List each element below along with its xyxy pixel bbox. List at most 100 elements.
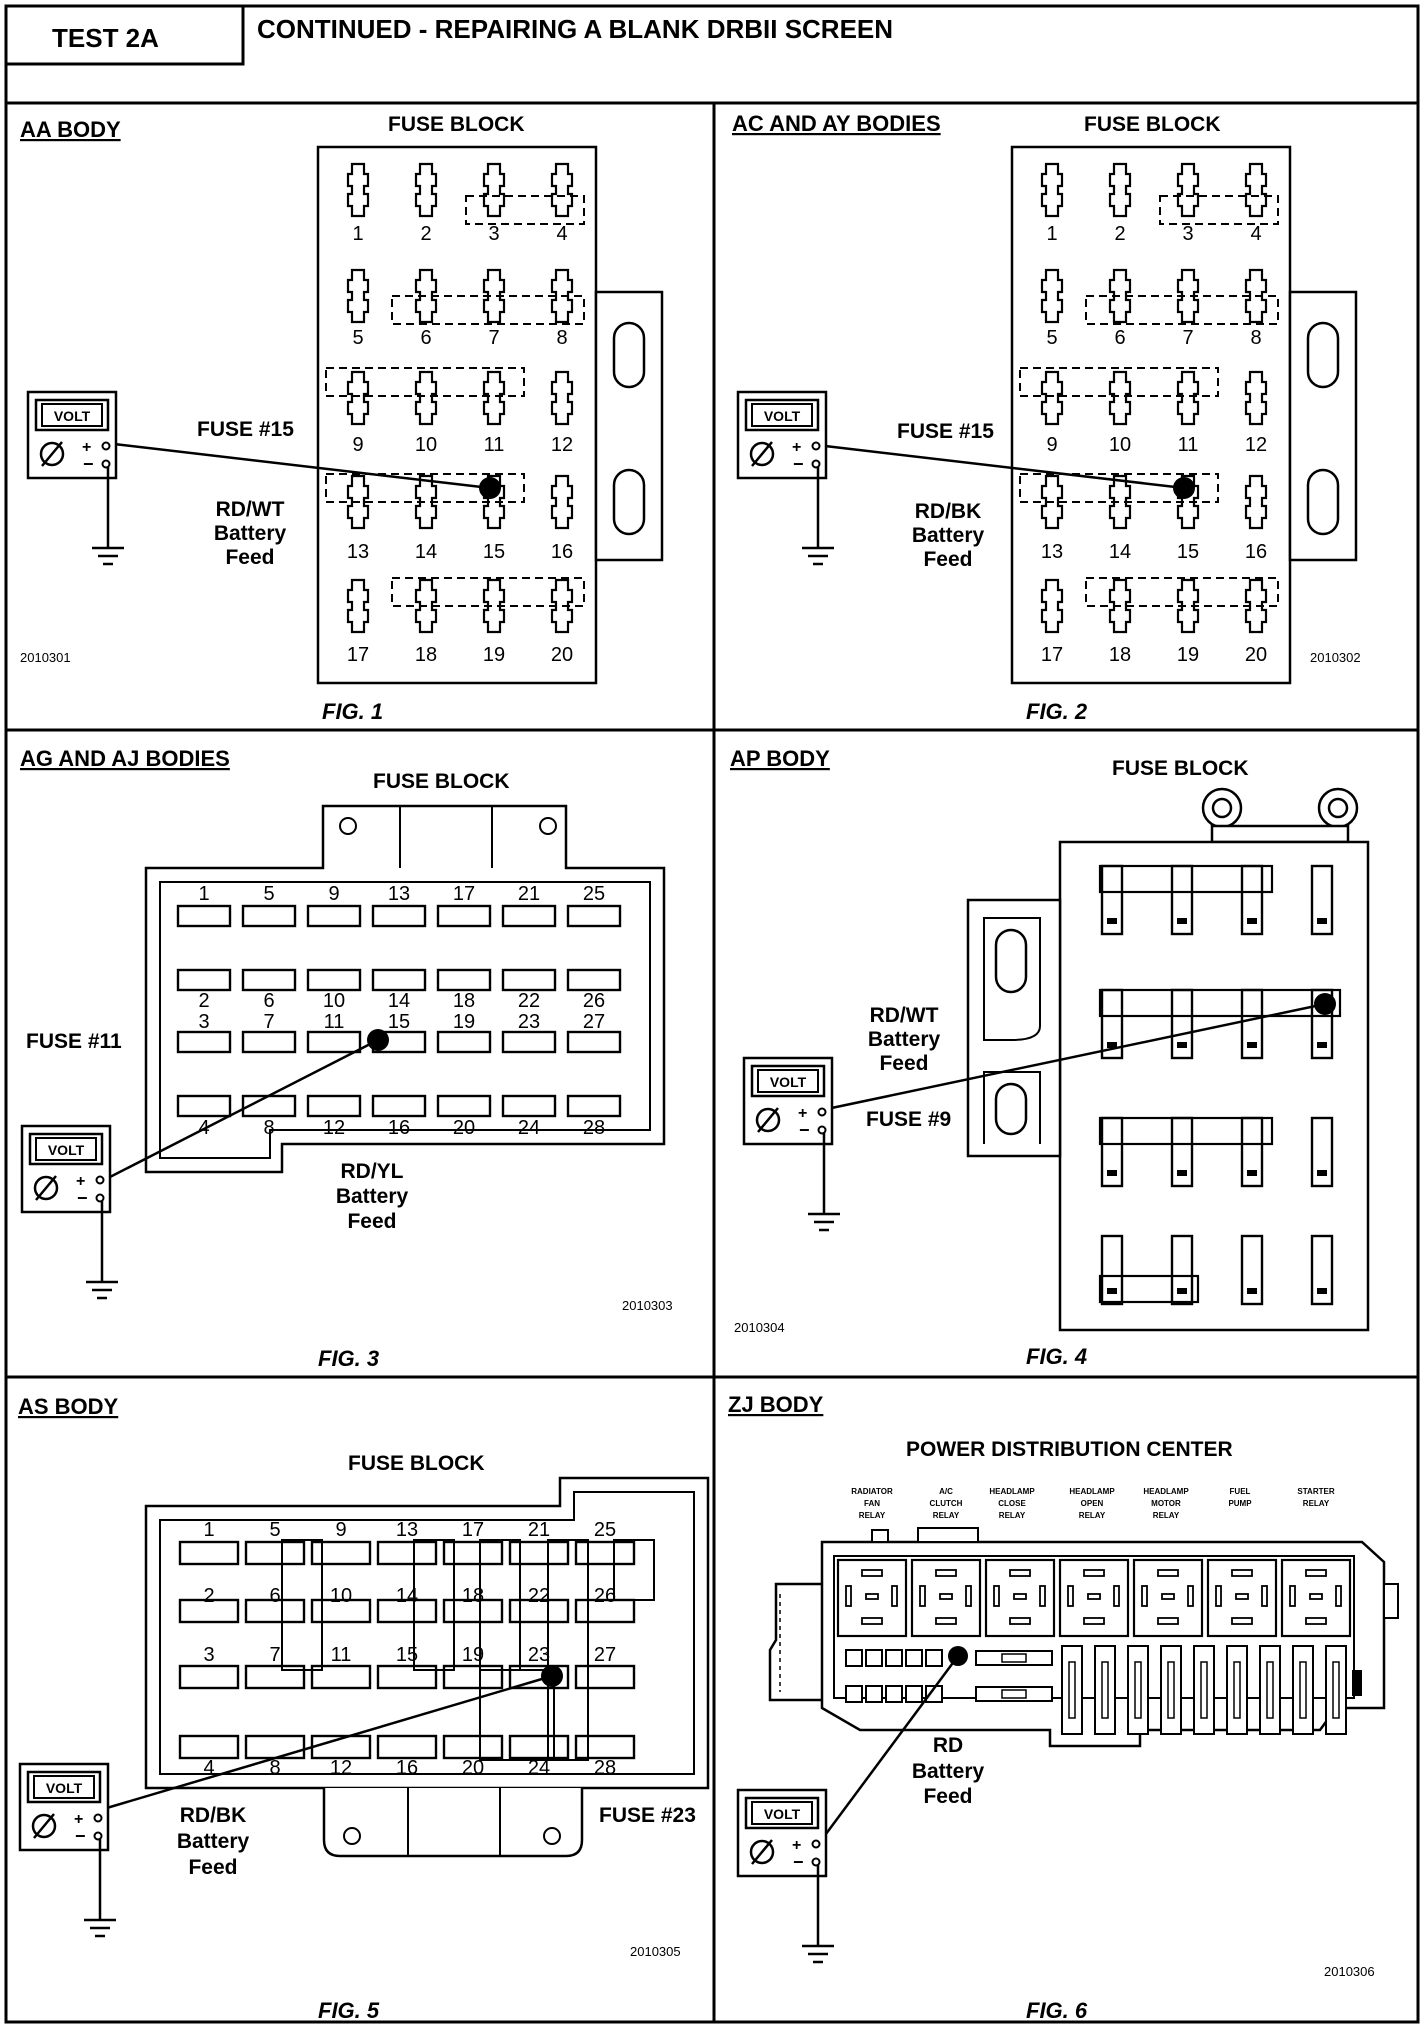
fig2-fuse-block-label: FUSE BLOCK bbox=[1084, 113, 1221, 136]
fuse-slot bbox=[244, 1540, 306, 1566]
fig5-bus-bars bbox=[281, 1539, 655, 1761]
fuse-number: 7 bbox=[488, 327, 499, 349]
fuse-slot bbox=[574, 1598, 636, 1624]
fuse-number: 7 bbox=[269, 1644, 280, 1666]
fuse-number: 12 bbox=[323, 1117, 345, 1139]
fig4-fuse-label: FUSE #9 bbox=[866, 1108, 951, 1131]
fig2-wire-label-1: RD/BK bbox=[915, 500, 982, 523]
fuse-clip bbox=[346, 268, 370, 324]
relay-label: RELAY bbox=[999, 1511, 1026, 1520]
fuse-number: 13 bbox=[1041, 541, 1063, 563]
fuse-number: 24 bbox=[518, 1117, 540, 1139]
fuse-number: 21 bbox=[518, 883, 540, 905]
fig3-fuse-array: 1591317212526101418222637111519232748121… bbox=[176, 883, 622, 1139]
fig5-wire-label-2: Battery bbox=[177, 1830, 250, 1853]
fig4-caption: FIG. 4 bbox=[1026, 1344, 1087, 1369]
fuse-slot bbox=[436, 968, 492, 992]
fuse-slot bbox=[306, 904, 362, 928]
fuse-slot bbox=[501, 968, 557, 992]
fuse-clip bbox=[1176, 162, 1200, 218]
fig4-wire-label-3: Feed bbox=[879, 1052, 928, 1075]
fuse-slot bbox=[442, 1598, 504, 1624]
fuse-number: 8 bbox=[556, 327, 567, 349]
fuse-clip bbox=[482, 370, 506, 426]
relay-label: STARTER bbox=[1297, 1487, 1334, 1496]
fuse-number: 5 bbox=[352, 327, 363, 349]
fuse-number: 6 bbox=[420, 327, 431, 349]
fig1-fuse-block-label: FUSE BLOCK bbox=[388, 113, 525, 136]
maxi-fuse bbox=[1094, 1645, 1116, 1735]
fuse-number: 2 bbox=[1114, 223, 1125, 245]
maxi-fuse bbox=[1193, 1645, 1215, 1735]
fuse-slot bbox=[508, 1598, 570, 1624]
fuse-number: 12 bbox=[330, 1757, 352, 1779]
fig6-wire-label-3: Feed bbox=[923, 1785, 972, 1808]
fig5-mount-tab bbox=[322, 1788, 584, 1858]
relay-socket bbox=[910, 1558, 982, 1638]
fig4-bridges bbox=[1098, 864, 1342, 1304]
fuse-slot bbox=[310, 1664, 372, 1690]
fuse-slot bbox=[310, 1540, 372, 1566]
fuse-clip bbox=[414, 370, 438, 426]
fuse-number: 4 bbox=[203, 1757, 214, 1779]
fuse-slot bbox=[244, 1598, 306, 1624]
fig6-caption: FIG. 6 bbox=[1026, 1998, 1088, 2023]
fuse-number: 23 bbox=[518, 1011, 540, 1033]
fuse-slot bbox=[376, 1540, 438, 1566]
fuse-number: 22 bbox=[518, 990, 540, 1012]
fig2-drawing-code: 2010302 bbox=[1310, 650, 1361, 665]
fig1-drawing-code: 2010301 bbox=[20, 650, 71, 665]
fig3-probe-wire bbox=[107, 1038, 379, 1180]
fuse-number: 11 bbox=[1178, 434, 1199, 456]
fuse-number: 14 bbox=[415, 541, 437, 563]
fuse-slot bbox=[376, 1734, 438, 1760]
fig6-drawing-code: 2010306 bbox=[1324, 1964, 1375, 1979]
relay-label: RELAY bbox=[933, 1511, 960, 1520]
fuse-number: 27 bbox=[594, 1644, 616, 1666]
test-id-label: TEST 2A bbox=[52, 23, 159, 53]
fuse-number: 21 bbox=[528, 1519, 550, 1541]
fig5-wire-label-1: RD/BK bbox=[180, 1804, 247, 1827]
fig5-title: AS BODY bbox=[18, 1394, 119, 1419]
relay-label: FUEL bbox=[1230, 1487, 1251, 1496]
fuse-slot bbox=[442, 1734, 504, 1760]
fuse-number: 20 bbox=[1245, 644, 1267, 666]
fuse-slot bbox=[306, 968, 362, 992]
small-fuse bbox=[845, 1685, 863, 1703]
fuse-slot bbox=[376, 1664, 438, 1690]
volt-label: VOLT bbox=[48, 1142, 85, 1158]
fig1-caption: FIG. 1 bbox=[322, 699, 383, 724]
fig3-fuse-label: FUSE #11 bbox=[26, 1030, 122, 1053]
fuse-number: 2 bbox=[203, 1585, 214, 1607]
fuse-number: 13 bbox=[388, 883, 410, 905]
fuse-slot bbox=[178, 1540, 240, 1566]
volt-label: VOLT bbox=[46, 1780, 83, 1796]
svg-text:+: + bbox=[76, 1173, 85, 1190]
fuse-number: 18 bbox=[453, 990, 475, 1012]
fig1-probe-wire bbox=[113, 442, 491, 490]
relay-label: OPEN bbox=[1081, 1499, 1104, 1508]
svg-text:+: + bbox=[74, 1811, 83, 1828]
fuse-number: 10 bbox=[330, 1585, 352, 1607]
fuse-number: 10 bbox=[415, 434, 437, 456]
fuse-slot bbox=[501, 1094, 557, 1118]
fig5-fuse-label: FUSE #23 bbox=[599, 1804, 696, 1827]
fuse-number: 1 bbox=[203, 1519, 214, 1541]
small-fuse bbox=[925, 1685, 943, 1703]
fig5-wire-label-3: Feed bbox=[188, 1856, 237, 1879]
small-fuse bbox=[925, 1649, 943, 1667]
fuse-clip bbox=[1244, 370, 1268, 426]
relay-label: HEADLAMP bbox=[1069, 1487, 1115, 1496]
fuse-slot bbox=[371, 1094, 427, 1118]
fig2-probe-wire bbox=[807, 442, 1185, 490]
fuse-clip bbox=[1244, 162, 1268, 218]
fuse-number: 15 bbox=[388, 1011, 410, 1033]
svg-text:−: − bbox=[77, 1188, 88, 1208]
fuse-slot bbox=[176, 1094, 232, 1118]
fig2-dashed-groups bbox=[1019, 195, 1279, 607]
fig4-voltmeter: VOLT+− bbox=[742, 1056, 840, 1232]
